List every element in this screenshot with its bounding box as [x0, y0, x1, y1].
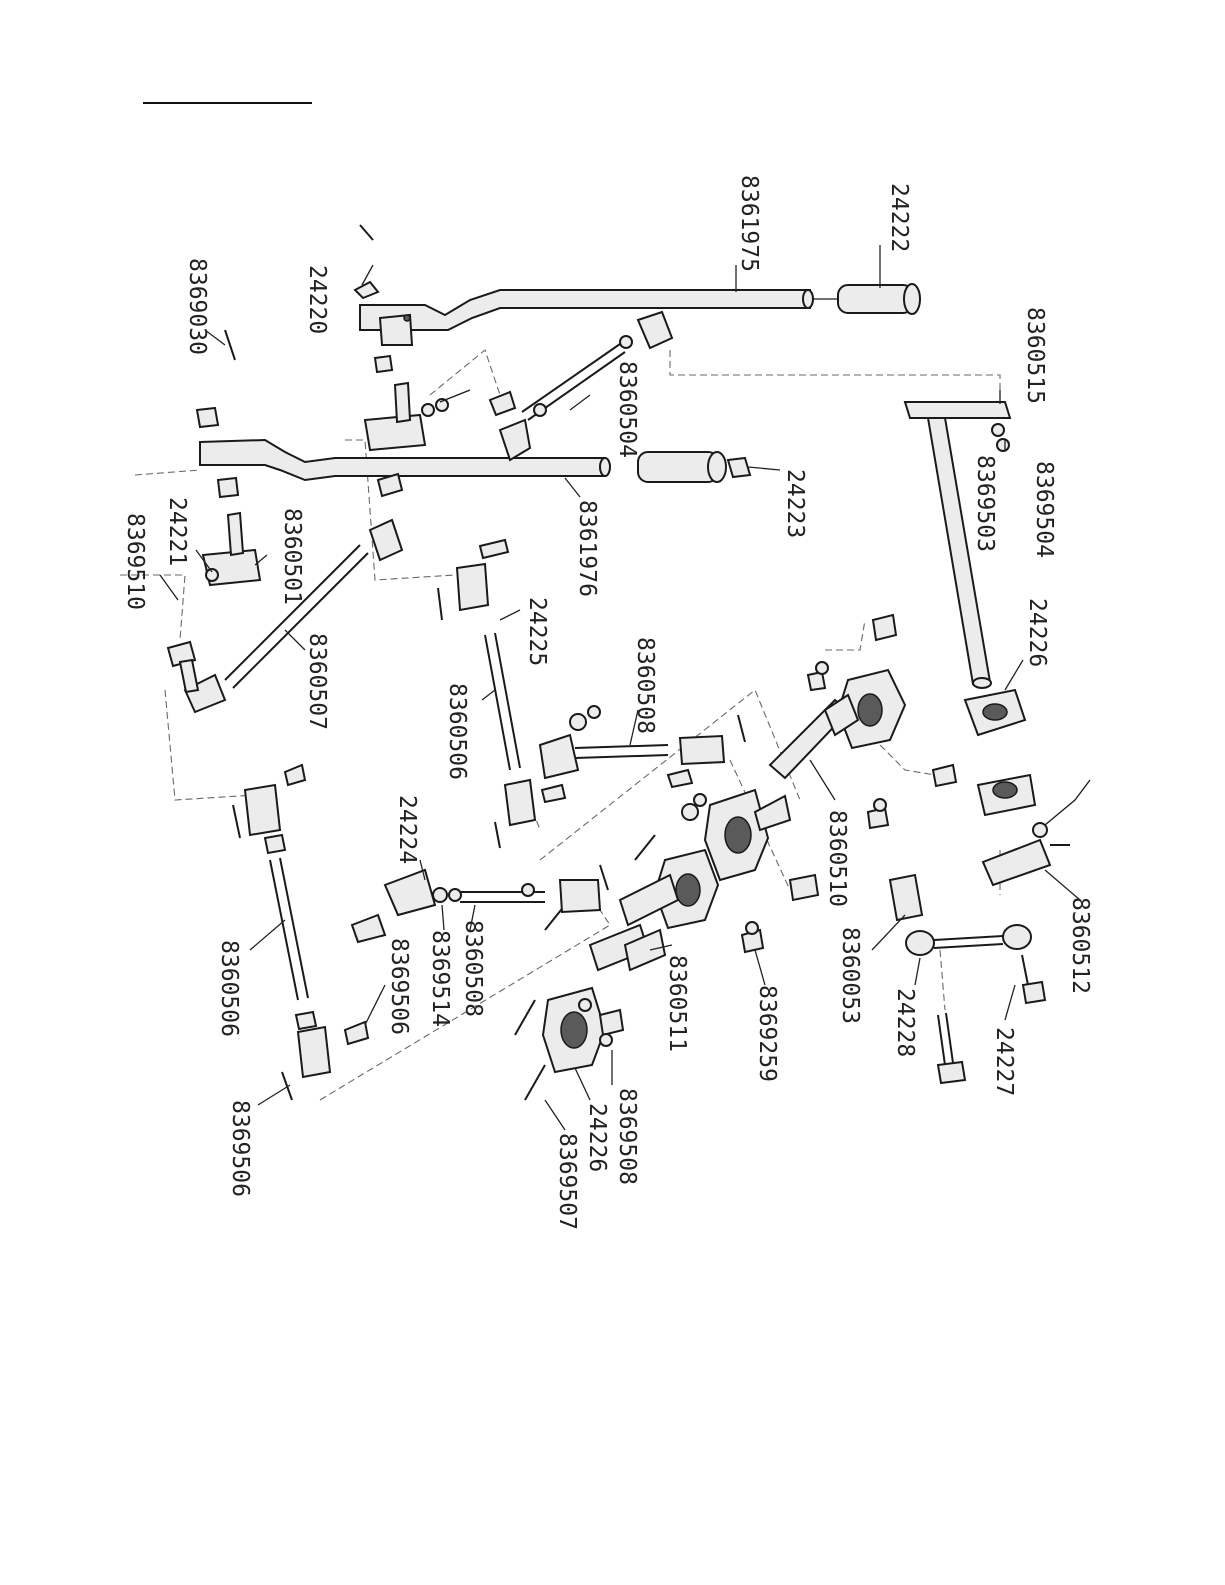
label-24221: 24221 — [164, 497, 190, 566]
label-8369504: 8369504 — [1031, 461, 1057, 558]
label-8360515: 8360515 — [1022, 307, 1048, 404]
label-8369508: 8369508 — [614, 1088, 640, 1185]
label-24223: 24223 — [782, 469, 808, 538]
lever-8361976 — [197, 330, 750, 482]
label-8360512: 8360512 — [1067, 897, 1093, 994]
rod-8360506-lower — [233, 765, 368, 1100]
label-24224: 24224 — [394, 795, 420, 864]
label-8369506a: 8369506 — [386, 938, 412, 1035]
label-8360511: 8360511 — [664, 955, 690, 1052]
label-8360501: 8360501 — [279, 508, 305, 605]
label-8369506b: 8369506 — [227, 1100, 253, 1197]
label-8369259: 8369259 — [754, 985, 780, 1082]
label-8360510: 8360510 — [824, 810, 850, 907]
label-8360506b: 8360506 — [216, 940, 242, 1037]
label-8361976: 8361976 — [574, 500, 600, 597]
label-24226b: 24226 — [584, 1103, 610, 1172]
label-8360508a: 8360508 — [632, 637, 658, 734]
label-8360506a: 8360506 — [444, 683, 470, 780]
label-24227: 24227 — [991, 1027, 1017, 1096]
label-24222: 24222 — [886, 183, 912, 252]
label-8360508b: 8360508 — [460, 920, 486, 1017]
label-8369030: 8369030 — [184, 258, 210, 355]
label-8360504: 8360504 — [614, 361, 640, 458]
label-24226a: 24226 — [1024, 598, 1050, 667]
lever-8361975 — [355, 225, 920, 345]
label-8369510: 8369510 — [122, 513, 148, 610]
label-8369514: 8369514 — [427, 930, 453, 1027]
label-24228: 24228 — [892, 988, 918, 1057]
label-8360053: 8360053 — [837, 927, 863, 1024]
label-8361975: 8361975 — [736, 175, 762, 272]
rod-end-24227-24228-group — [906, 925, 1045, 1083]
label-8360507: 8360507 — [304, 633, 330, 730]
label-24220: 24220 — [304, 265, 330, 334]
rod-8360504 — [490, 312, 672, 460]
label-8369503: 8369503 — [972, 455, 998, 552]
label-8369507: 8369507 — [554, 1133, 580, 1230]
label-24225: 24225 — [524, 597, 550, 666]
